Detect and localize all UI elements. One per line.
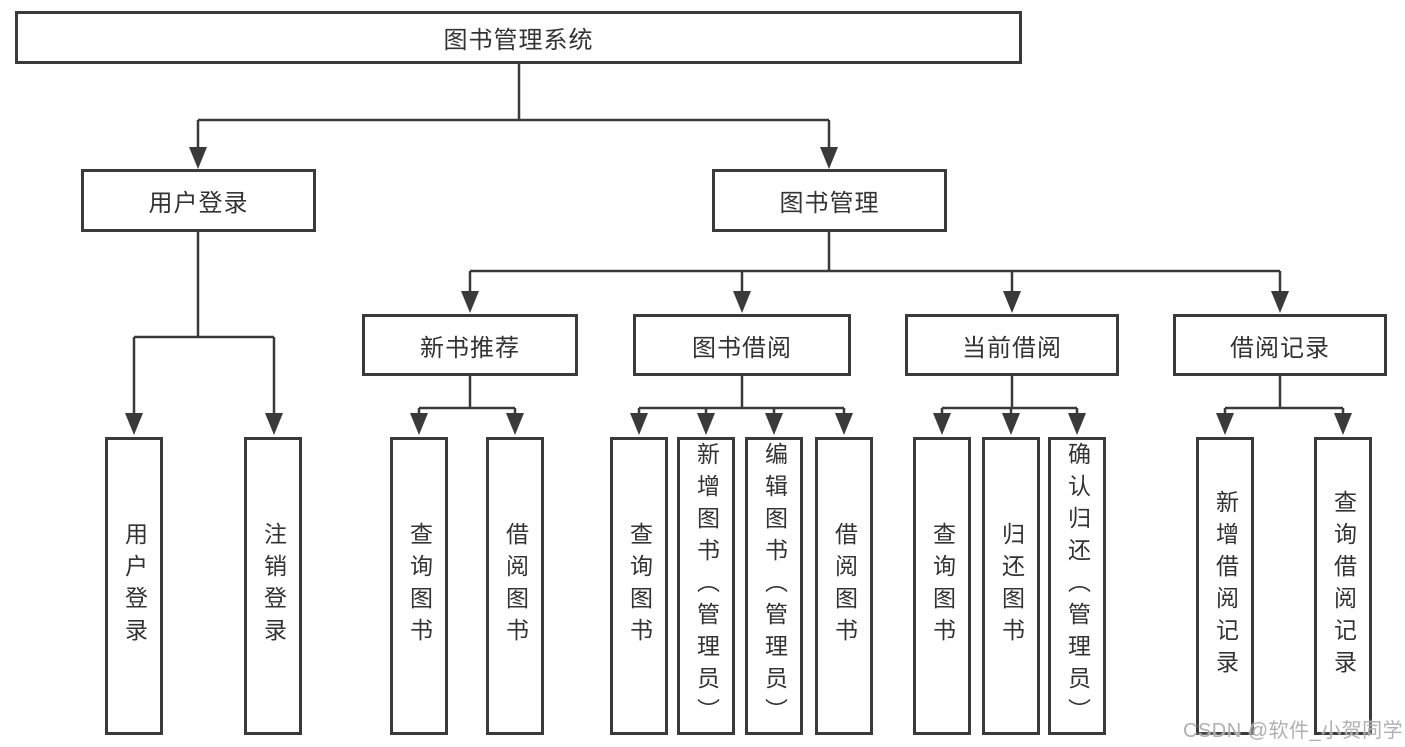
leaf-query-books-recommend: 查询图书 [390, 437, 448, 735]
leaf-edit-books-admin: 编辑图书（管理员） [745, 437, 803, 735]
leaf-query-books-current: 查询图书 [913, 437, 971, 735]
node-new-book-recommend: 新书推荐 [362, 314, 578, 376]
leaf-borrow-books-recommend: 借阅图书 [486, 437, 544, 735]
node-book-management: 图书管理 [712, 169, 947, 232]
node-borrow-records: 借阅记录 [1173, 314, 1387, 376]
leaf-add-books-admin: 新增图书（管理员） [677, 437, 735, 735]
node-label: 图书管理系统 [443, 27, 594, 54]
leaf-user-login: 用户登录 [105, 437, 163, 735]
leaf-add-borrow-record: 新增借阅记录 [1196, 437, 1254, 735]
leaf-return-books: 归还图书 [982, 437, 1040, 735]
node-current-borrowing: 当前借阅 [905, 314, 1119, 376]
node-label: 借阅记录 [1230, 334, 1330, 362]
csdn-watermark: CSDN @软件_小贺同学 [1183, 720, 1404, 742]
node-library-system: 图书管理系统 [15, 11, 1022, 64]
node-user-login: 用户登录 [81, 169, 316, 232]
node-label: 当前借阅 [962, 334, 1062, 362]
node-label: 图书借阅 [692, 334, 792, 362]
leaf-logout: 注销登录 [244, 437, 302, 735]
node-label: 图书管理 [779, 190, 880, 217]
leaf-query-borrow-record: 查询借阅记录 [1314, 437, 1372, 735]
leaf-borrow-books: 借阅图书 [815, 437, 873, 735]
leaf-query-books-borrowing: 查询图书 [610, 437, 668, 735]
node-book-borrowing: 图书借阅 [633, 314, 851, 376]
node-label: 新书推荐 [420, 334, 520, 362]
leaf-confirm-return-admin: 确认归还（管理员） [1048, 437, 1106, 735]
node-label: 用户登录 [148, 190, 249, 217]
